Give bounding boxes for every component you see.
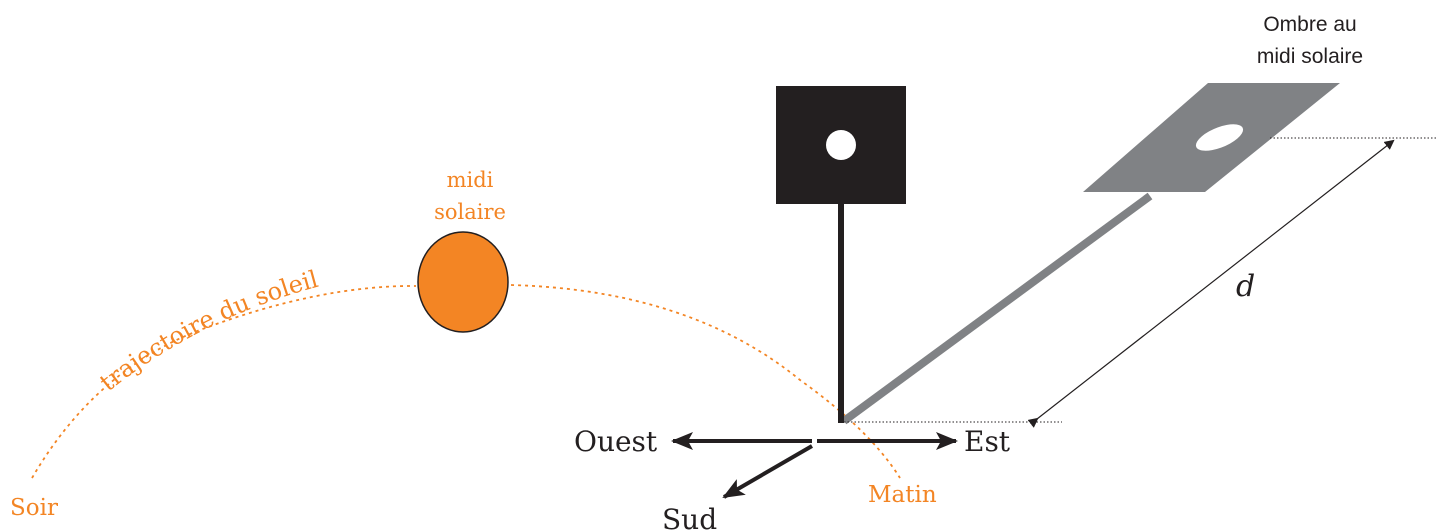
gnomon-hole — [826, 130, 856, 160]
sun-trajectory-arc — [31, 284, 901, 479]
morning-label: Matin — [868, 482, 937, 508]
shadow-label-line2: midi solaire — [1257, 45, 1363, 68]
sun-label-line1: midi — [447, 168, 494, 192]
gnomon-shadow-stem — [841, 192, 1153, 425]
plate-shadow — [1083, 83, 1340, 192]
south-arrow — [722, 444, 814, 499]
south-label: Sud — [662, 503, 717, 532]
evening-label: Soir — [10, 495, 58, 521]
distance-arrow — [1027, 139, 1395, 428]
distance-label: d — [1236, 269, 1255, 304]
shadow-label-line1: Ombre au — [1263, 13, 1356, 36]
sun-icon — [417, 231, 509, 333]
east-label: Est — [964, 425, 1011, 458]
trajectory-label: trajectoire du soleil — [94, 265, 321, 397]
west-label: Ouest — [574, 425, 658, 458]
sun-label-line2: solaire — [434, 200, 506, 224]
